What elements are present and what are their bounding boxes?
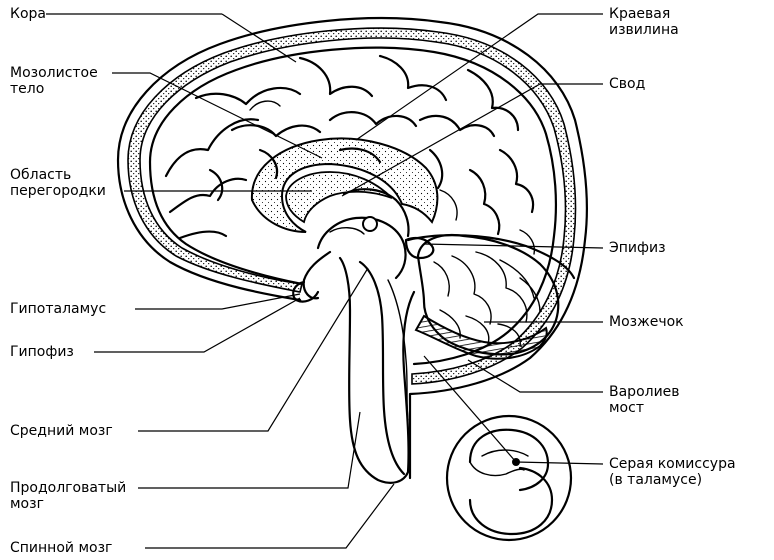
label-hypothalamus: Гипоталамус bbox=[10, 301, 107, 317]
label-grey-commissure-2: (в таламусе) bbox=[609, 472, 703, 488]
label-pons-2: мост bbox=[609, 400, 644, 416]
label-septal-area-2: перегородки bbox=[10, 183, 106, 199]
aqueduct bbox=[387, 279, 409, 421]
label-spinal-cord: Спинной мозг bbox=[10, 540, 113, 556]
label-corpus-callosum-2: тело bbox=[10, 81, 45, 97]
brainstem-inner bbox=[358, 260, 406, 476]
label-pituitary: Гипофиз bbox=[10, 344, 74, 360]
label-midbrain: Средний мозг bbox=[10, 423, 113, 439]
label-limbic-gyrus-1: Краевая bbox=[609, 6, 671, 22]
label-medulla-1: Продолговатый bbox=[10, 480, 127, 496]
label-kora: Кора bbox=[10, 6, 46, 22]
fornix bbox=[342, 188, 410, 238]
label-medulla-2: мозг bbox=[10, 496, 44, 512]
label-limbic-gyrus-2: извилина bbox=[609, 22, 679, 38]
corpus-callosum bbox=[250, 137, 439, 233]
cerebellum bbox=[416, 233, 560, 356]
label-corpus-callosum-1: Мозолистое bbox=[10, 65, 98, 81]
outer-skull bbox=[116, 17, 589, 480]
cerebellum-folia bbox=[433, 251, 541, 347]
label-fornix: Свод bbox=[609, 76, 646, 92]
hypothalamus bbox=[302, 250, 332, 300]
brainstem bbox=[338, 256, 416, 484]
leader-lines bbox=[46, 13, 604, 549]
septum-area bbox=[285, 171, 393, 224]
label-cerebellum: Мозжечок bbox=[609, 314, 684, 330]
tentorium bbox=[406, 234, 576, 280]
thalamus-inset bbox=[445, 414, 573, 542]
label-pineal: Эпифиз bbox=[609, 240, 666, 256]
label-pons-1: Варолиев bbox=[609, 384, 680, 400]
label-grey-commissure-1: Серая комиссура bbox=[609, 456, 736, 472]
third-ventricle bbox=[329, 227, 365, 235]
skull-layers bbox=[116, 17, 589, 480]
thalamus bbox=[316, 216, 407, 280]
label-septal-area-1: Область bbox=[10, 167, 72, 183]
dotted-layer bbox=[127, 27, 577, 385]
inner-membrane bbox=[148, 46, 557, 366]
commissure-dot bbox=[362, 216, 378, 232]
